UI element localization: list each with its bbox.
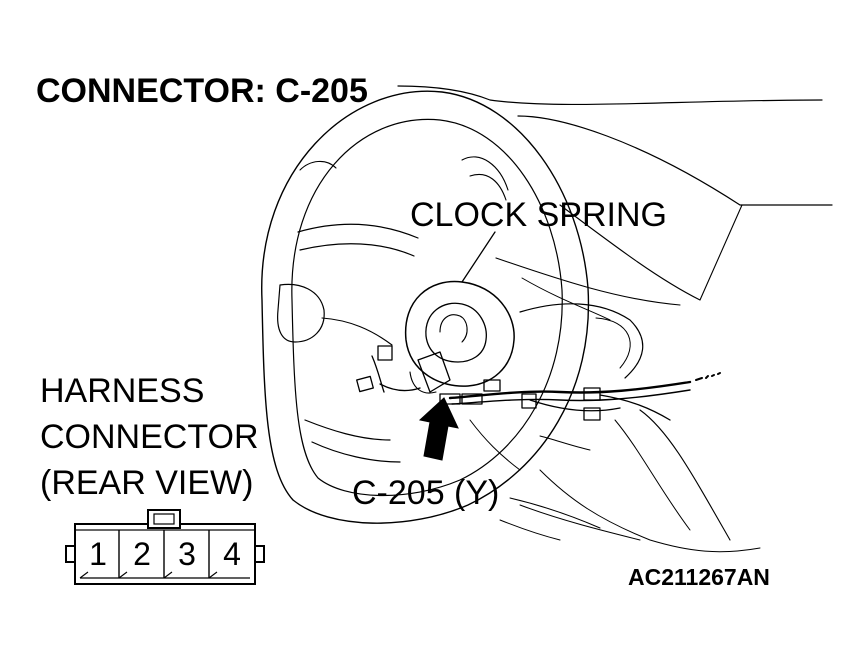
connector-face-rear-view	[65, 509, 265, 585]
steering-wheel-spoke-left	[277, 283, 325, 343]
harness-label-line: CONNECTOR	[40, 418, 259, 456]
harness-connector-label: HARNESS CONNECTOR (REAR VIEW)	[40, 368, 259, 506]
harness-connector-small	[377, 345, 393, 361]
pin-number: 1	[89, 536, 107, 572]
harness-label-line: (REAR VIEW)	[40, 464, 254, 502]
reference-code: AC211267AN	[628, 564, 770, 590]
pin-number: 3	[178, 536, 196, 572]
connector-side-key-right	[254, 545, 265, 563]
steering-wheel-spoke-lower	[304, 419, 401, 463]
dashboard-outline	[397, 85, 823, 106]
steering-column	[519, 303, 644, 379]
clock-spring-leader-line	[461, 231, 496, 283]
connector-id-label: C-205 (Y)	[352, 474, 500, 512]
steering-wheel-rim	[261, 90, 590, 524]
c205-connector-on-harness	[439, 393, 461, 405]
pin-number: 4	[223, 536, 241, 572]
harness-label-line: HARNESS	[40, 372, 205, 410]
steering-wheel-inner-rim	[291, 118, 563, 497]
diagram-title: CONNECTOR: C-205	[36, 72, 368, 110]
clock-spring-label: CLOCK SPRING	[410, 196, 667, 234]
clock-spring-body	[404, 280, 515, 387]
pin-number: 2	[133, 536, 151, 572]
wire-tail-dashes	[695, 372, 721, 381]
steering-wheel-spoke-upper	[297, 223, 419, 257]
connector-side-key-left	[65, 545, 76, 563]
connector-pin-numbers: 1 2 3 4	[89, 536, 241, 572]
locator-arrow	[418, 397, 459, 461]
connector-lock-tab	[147, 509, 181, 529]
c205-leader-line	[509, 497, 601, 529]
